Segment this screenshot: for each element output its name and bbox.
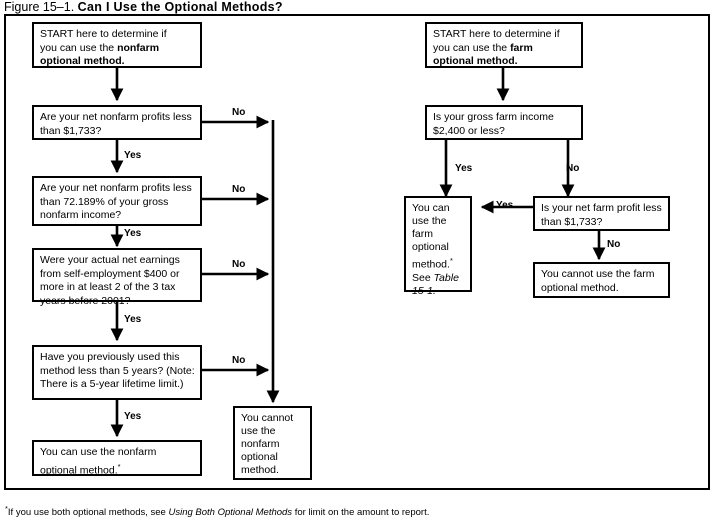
nonfarm-yes-result-footnote-marker: * [117, 461, 121, 471]
farm-no-result-box: You cannot use the farm optional method. [533, 262, 670, 298]
nonfarm-start-box: START here to determine if you can use t… [32, 22, 202, 68]
label-nonfarm-no-1: No [232, 107, 246, 118]
nonfarm-question-3: Were your actual net earnings from self-… [32, 248, 202, 307]
label-nonfarm-yes-3: Yes [124, 314, 142, 325]
nonfarm-question-2: Are your net nonfarm profits less than 7… [32, 176, 202, 226]
footnote-marker: * [5, 504, 8, 513]
footnote-text-before: If you use both optional methods, see [7, 507, 169, 519]
farm-yes-result-text: You can use the farm optional method. [412, 202, 450, 271]
farm-yes-result-see: See [412, 271, 434, 284]
nonfarm-no-result-text: You cannot use the nonfarm optional meth… [241, 412, 294, 476]
label-nonfarm-yes-1: Yes [124, 150, 142, 161]
nonfarm-start-bold2: optional method. [40, 55, 125, 67]
nonfarm-start-line2: you can use the [40, 41, 118, 54]
farm-no-result-text: You cannot use the farm optional method. [541, 268, 655, 294]
figure-footnote: *If you use both optional methods, see U… [5, 503, 715, 519]
label-nonfarm-no-4: No [232, 355, 246, 366]
nonfarm-question-4: Have you previously used this method les… [32, 345, 202, 400]
nonfarm-question-2-text: Are your net nonfarm profits less than 7… [40, 182, 192, 221]
label-farm-yes-1: Yes [455, 163, 473, 174]
label-nonfarm-yes-2: Yes [124, 228, 142, 239]
farm-question-2: Is your net farm profit less than $1,733… [533, 196, 670, 231]
label-nonfarm-yes-4: Yes [124, 411, 142, 422]
nonfarm-start-line1: START here to determine if [40, 28, 167, 40]
nonfarm-start-bold1: nonfarm [117, 41, 160, 54]
nonfarm-yes-result-text: You can use the nonfarm optional method. [40, 446, 157, 476]
footnote-text-after: for limit on the amount to report. [292, 507, 430, 519]
farm-start-bold1: farm [510, 41, 533, 54]
figure-heading: Can I Use the Optional Methods? [77, 0, 283, 14]
farm-start-line1: START here to determine if [433, 28, 560, 40]
label-nonfarm-no-2: No [232, 184, 246, 195]
label-farm-no-1: No [566, 163, 580, 174]
farm-yes-result-box: You can use the farm optional method.* S… [404, 196, 472, 297]
nonfarm-question-3-text: Were your actual net earnings from self-… [40, 254, 180, 307]
figure-title: Figure 15–1. Can I Use the Optional Meth… [4, 0, 716, 15]
farm-start-bold2: optional method. [433, 55, 518, 67]
figure-number: Figure 15–1. [4, 0, 75, 14]
farm-yes-result-table-ref: Table 15-1. [412, 271, 459, 297]
farm-start-box: START here to determine if you can use t… [425, 22, 583, 68]
label-farm-no-2: No [607, 239, 621, 250]
nonfarm-question-4-text: Have you previously used this method les… [40, 351, 195, 390]
nonfarm-question-1-text: Are your net nonfarm profits less than $… [40, 111, 192, 137]
farm-yes-result-footnote-marker: * [449, 256, 453, 265]
nonfarm-yes-result-box: You can use the nonfarm optional method.… [32, 440, 202, 476]
label-nonfarm-no-3: No [232, 259, 246, 270]
nonfarm-no-result-box: You cannot use the nonfarm optional meth… [233, 406, 312, 480]
farm-question-1-text: Is your gross farm income $2,400 or less… [433, 111, 554, 137]
farm-start-line2: you can use the [433, 41, 511, 54]
nonfarm-question-1: Are your net nonfarm profits less than $… [32, 105, 202, 140]
footnote-italic-reference: Using Both Optional Methods [168, 507, 293, 519]
label-farm-yes-2: Yes [496, 200, 514, 211]
farm-question-1: Is your gross farm income $2,400 or less… [425, 105, 583, 140]
farm-question-2-text: Is your net farm profit less than $1,733… [541, 202, 662, 228]
